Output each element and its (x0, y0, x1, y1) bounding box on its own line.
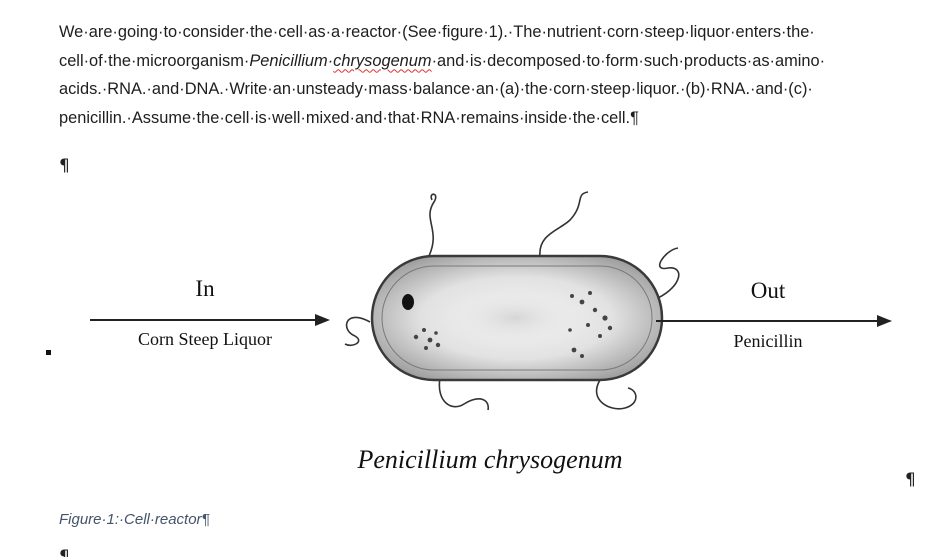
figure-caption: Figure·1:·Cell·reactor¶ (59, 511, 210, 528)
cell-inner-wall (381, 265, 653, 371)
figure-paragraph-mark: ¶ (905, 470, 916, 490)
output-label: Out (751, 278, 786, 303)
flagellum-top-left (427, 193, 437, 259)
paragraph-line-2: cell·of·the·microorganism·Penicillium·ch… (59, 47, 909, 76)
name-separator: · (327, 51, 334, 70)
trailing-paragraph-mark: ¶ (59, 547, 70, 557)
paragraph-line-1: We·are·going·to·consider·the·cell·as·a·r… (59, 23, 815, 41)
flagellum-bottom-right (595, 379, 637, 410)
organism-label: Penicillium chrysogenum (357, 445, 623, 474)
flagellum-top-right (539, 191, 589, 257)
problem-paragraph: We·are·going·to·consider·the·cell·as·a·r… (59, 18, 909, 132)
input-arrowhead-icon (315, 314, 330, 326)
flagellum-bottom-left (438, 377, 489, 411)
output-arrowhead-icon (877, 315, 892, 327)
paragraph-line-2-end: ·and·is·decomposed·to·form·such·products… (431, 51, 826, 70)
genus-name: Penicillium (249, 51, 328, 70)
dark-granule (402, 294, 414, 310)
input-substance-label: Corn Steep Liquor (138, 329, 272, 349)
paragraph-line-4: penicillin.·Assume·the·cell·is·well·mixe… (59, 108, 639, 127)
granule-cluster-right (568, 291, 613, 358)
species-name-misspelled[interactable]: chrysogenum (333, 51, 432, 70)
input-label: In (195, 276, 215, 301)
paragraph-line-2-start: cell·of·the·microorganism· (59, 51, 250, 70)
output-substance-label: Penicillin (734, 331, 803, 351)
anchor-bullet-icon (46, 350, 51, 355)
flagellum-left (344, 316, 371, 347)
cell-reactor-diagram: In Corn Steep Liquor (90, 191, 892, 474)
nucleoid-region (440, 286, 590, 350)
cell-reactor-figure[interactable]: In Corn Steep Liquor (60, 190, 910, 485)
flagellum-right (657, 247, 680, 299)
empty-paragraph-mark: ¶ (59, 156, 70, 176)
paragraph-line-3: acids.·RNA.·and·DNA.·Write·an·unsteady·m… (59, 80, 813, 98)
granule-cluster-left (413, 328, 441, 350)
